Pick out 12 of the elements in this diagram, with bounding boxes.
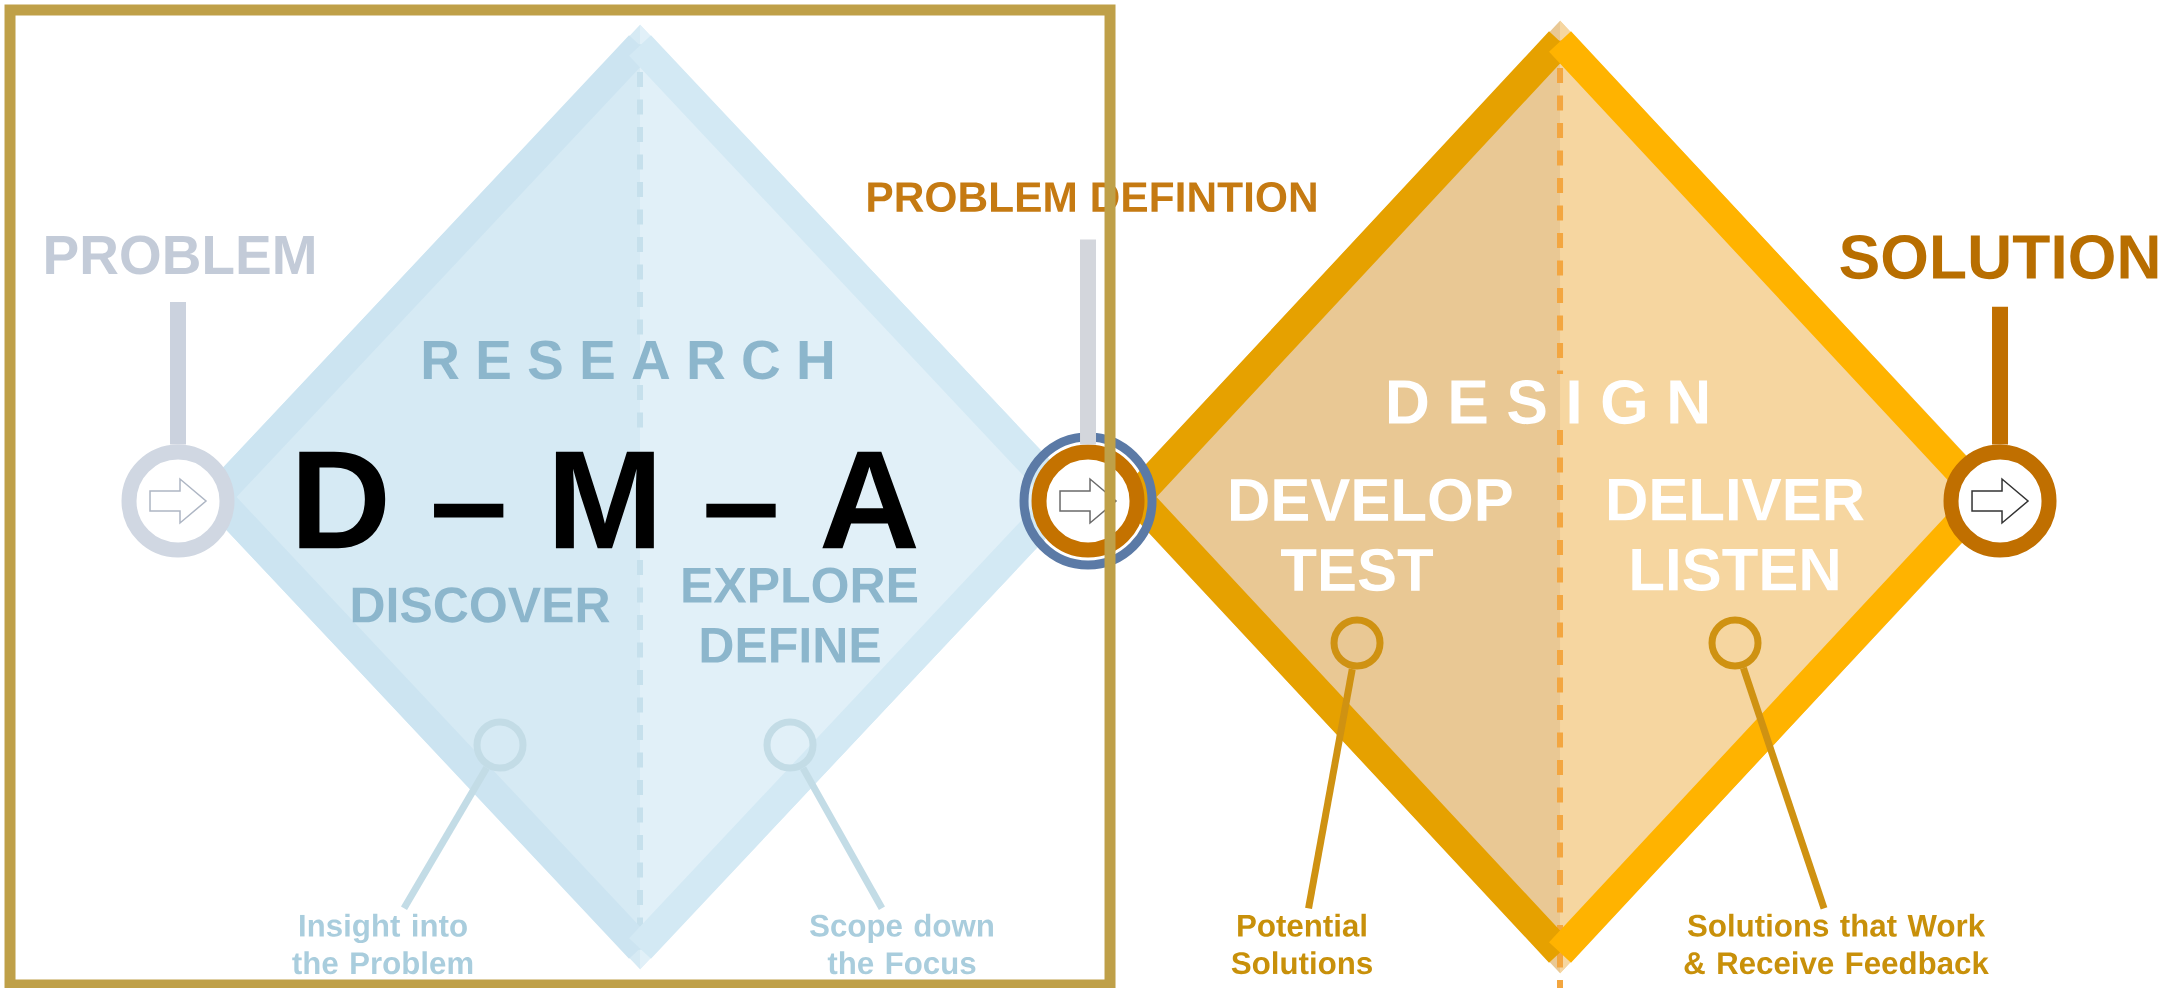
section-title: R E S E A R C H: [423, 340, 833, 380]
leader-line: [170, 302, 186, 445]
leader-line: [1080, 239, 1096, 445]
outcome-label: Insight into the Problem: [292, 913, 473, 975]
overlay-title: D – M – A: [299, 451, 917, 549]
leader-line: [401, 766, 490, 911]
pin-circle: [763, 718, 817, 772]
stage-heading: PROBLEM: [46, 235, 314, 275]
leader-line: [799, 766, 885, 910]
phase-label: DISCOVER: [352, 587, 610, 623]
phase-label: EXPLORE DEFINE: [683, 567, 917, 663]
outcome-label: Scope down the Focus: [810, 913, 993, 975]
